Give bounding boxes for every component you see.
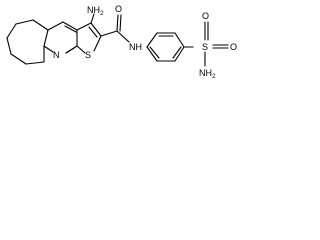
pyridine-ring: [43, 21, 78, 63]
amino-label: NH2: [87, 5, 104, 17]
sulfonyl-sulfur-label: S: [202, 42, 208, 52]
sulfonyl-oxygen-right-label: O: [230, 42, 237, 52]
benzene-ring: [146, 32, 185, 62]
ring-nitrogen-label: N: [53, 50, 60, 60]
thiophene-sulfur-label: S: [85, 50, 91, 60]
thiophene-ring: [76, 22, 102, 54]
amide-group: [100, 14, 130, 43]
cycloheptane-ring: [6, 19, 49, 65]
sulfonyl-oxygen-top-label: O: [202, 11, 209, 21]
amide-nh-label: NH: [129, 42, 142, 52]
sulfonamide-group: [183, 21, 229, 67]
amino-bond: [90, 13, 95, 24]
sulfonamide-nh2-label: NH2: [199, 68, 216, 80]
amide-oxygen-label: O: [115, 4, 122, 14]
chemical-structure: NH2 N S O NH S O O NH2: [6, 4, 237, 80]
